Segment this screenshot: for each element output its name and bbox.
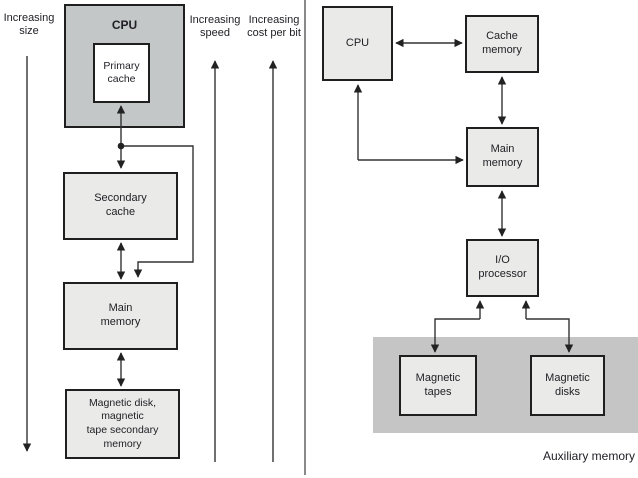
left-main-memory-label-line: memory bbox=[100, 316, 141, 328]
magnetic-secondary-memory-box: Magnetic disk, magnetic tape secondary m… bbox=[65, 389, 180, 459]
secondary-cache-label-line: Secondary bbox=[94, 192, 147, 205]
primary-cache-label-line: cache bbox=[107, 73, 136, 85]
axis-label-line: Increasing bbox=[248, 14, 300, 26]
right-main-memory-label-line: Main bbox=[490, 143, 515, 156]
left-cpu-label: CPU bbox=[111, 18, 138, 32]
io-processor-label-line: processor bbox=[478, 268, 527, 280]
magnetic-disks-label-line: disks bbox=[554, 385, 581, 398]
axis-label-line: speed bbox=[200, 27, 230, 40]
right-cpu-box: CPU bbox=[322, 6, 393, 81]
right-cpu-label: CPU bbox=[345, 36, 370, 49]
axis-label-line: Increasing bbox=[3, 12, 55, 24]
io-processor-box: I/O processor bbox=[466, 239, 539, 297]
magnetic-secondary-memory-label-line: tape secondary bbox=[86, 424, 159, 436]
cache-memory-label-line: memory bbox=[482, 44, 522, 56]
cache-memory-box: Cache memory bbox=[465, 15, 539, 73]
axis-label-increasing-speed: Increasing speed bbox=[184, 14, 246, 40]
magnetic-tapes-label-line: tapes bbox=[424, 385, 452, 398]
axis-label-increasing-cost-per-bit: Increasing cost per bit bbox=[240, 14, 308, 40]
right-main-memory-label-line: memory bbox=[482, 157, 523, 169]
magnetic-tapes-box: Magnetic tapes bbox=[399, 355, 477, 416]
axis-label-line: cost per bit bbox=[247, 27, 301, 40]
right-main-memory-box: Main memory bbox=[466, 127, 539, 187]
axis-label-increasing-size: Increasing size bbox=[0, 12, 58, 38]
primary-cache-label-line: Primary bbox=[103, 59, 140, 72]
magnetic-secondary-memory-label-line: memory bbox=[103, 437, 142, 450]
junction-dot bbox=[117, 142, 125, 150]
magnetic-tapes-label-line: Magnetic bbox=[415, 371, 461, 384]
magnetic-disks-box: Magnetic disks bbox=[530, 355, 605, 416]
axis-label-line: Increasing bbox=[189, 14, 241, 26]
secondary-cache-label-line: cache bbox=[105, 206, 136, 218]
left-main-memory-box: Main memory bbox=[63, 282, 178, 350]
left-main-memory-label-line: Main bbox=[108, 302, 133, 315]
right-diagram-connectors bbox=[353, 38, 574, 353]
magnetic-secondary-memory-label-line: Magnetic disk, magnetic bbox=[88, 396, 157, 423]
primary-cache-box: Primary cache bbox=[93, 43, 150, 103]
axis-label-line: size bbox=[19, 25, 39, 38]
magnetic-disks-label-line: Magnetic bbox=[545, 371, 590, 384]
io-processor-label-line: I/O bbox=[495, 254, 510, 267]
cache-memory-label-line: Cache bbox=[486, 30, 518, 43]
secondary-cache-box: Secondary cache bbox=[63, 172, 178, 240]
auxiliary-memory-caption: Auxiliary memory bbox=[542, 449, 635, 463]
